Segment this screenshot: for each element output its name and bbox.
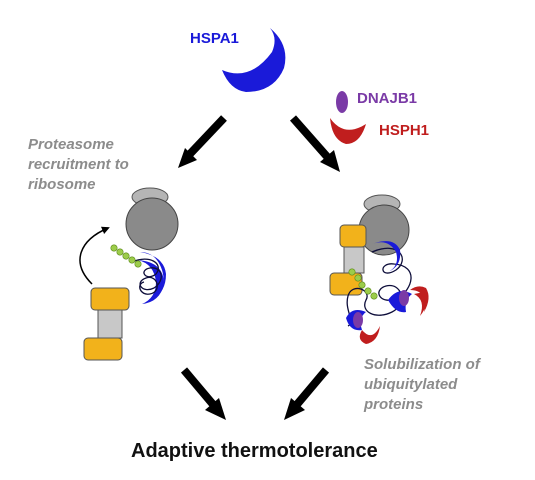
hsph1-crescent-icon <box>330 118 366 144</box>
left-complex <box>79 187 179 361</box>
right-upper-arrow <box>289 115 340 172</box>
left-ubiquitin-chain <box>110 244 142 268</box>
dnajb1-label: DNAJB1 <box>357 90 418 107</box>
left-polypeptide-tangle <box>131 258 162 295</box>
ribosome-large-subunit <box>125 197 179 251</box>
recruitment-arrow <box>79 226 110 285</box>
chaperone-cluster-left <box>346 310 380 344</box>
right-ubiquitin-chain <box>348 268 378 300</box>
right-lower-arrow <box>284 367 330 420</box>
hsph1-label: HSPH1 <box>379 122 430 139</box>
right-polypeptide-chain <box>346 247 412 327</box>
proteasome-recruitment-note: Proteasome recruitment to ribosome <box>28 136 129 193</box>
outcome-label: Adaptive thermotolerance <box>131 440 378 462</box>
hspa1-crescent-icon <box>222 28 286 92</box>
left-lower-arrow <box>180 367 226 420</box>
chaperone-cluster-right <box>388 286 429 316</box>
hspa1-label: HSPA1 <box>190 30 239 47</box>
dnajb1-shape-icon <box>336 91 348 113</box>
left-upper-arrow <box>178 115 227 168</box>
left-bound-hspa1-icon <box>140 252 166 300</box>
solubilization-note: Solubilization of ubiquitylated proteins <box>364 356 480 413</box>
right-complex <box>329 194 429 344</box>
free-proteasome <box>83 287 130 361</box>
